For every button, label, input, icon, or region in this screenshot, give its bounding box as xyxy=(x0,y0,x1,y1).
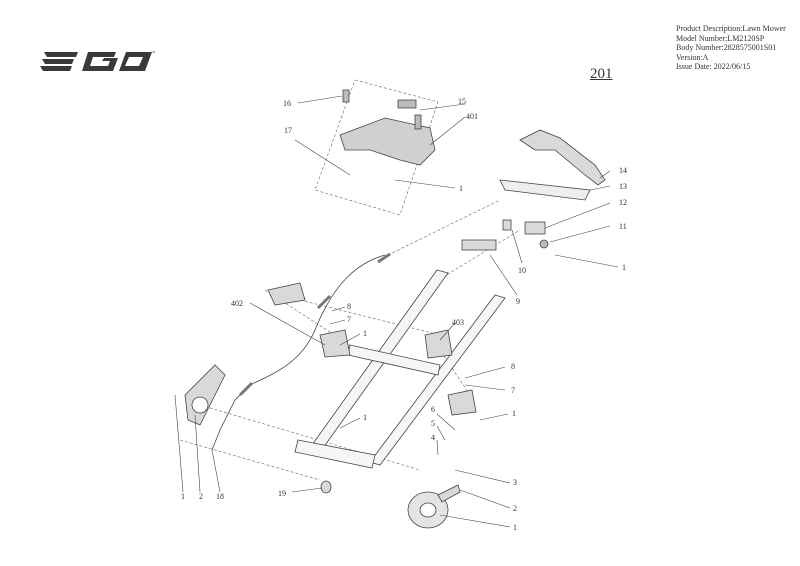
callout-8-left: 8 xyxy=(347,302,351,311)
trademark: ™ xyxy=(151,50,155,55)
wheels xyxy=(184,364,461,529)
callout-13: 13 xyxy=(619,182,627,191)
issue-date: Issue Date: 2022/06/15 xyxy=(676,62,751,71)
lower-handle-frame xyxy=(294,269,506,469)
callout-7-right: 7 xyxy=(511,386,515,395)
product-info-block: Product Description:Lawn Mower Model Num… xyxy=(676,24,786,72)
left-handle-bar xyxy=(211,252,391,451)
callout-7-left: 7 xyxy=(347,315,351,324)
callout-403: 403 xyxy=(452,318,464,327)
callout-1-right2: 1 xyxy=(512,409,516,418)
callout-1-bottom: 1 xyxy=(513,523,517,532)
callout-1-right: 1 xyxy=(622,263,626,272)
callout-2-left: 2 xyxy=(199,492,203,501)
callout-16: 16 xyxy=(283,99,291,108)
callout-15: 15 xyxy=(458,97,466,106)
callout-5: 5 xyxy=(431,419,435,428)
callout-19: 19 xyxy=(278,489,286,498)
callout-12: 12 xyxy=(619,198,627,207)
sheet-number: 201 xyxy=(590,66,613,82)
model-number: Model Number:LM2120SP xyxy=(676,33,765,43)
callout-1-center: 1 xyxy=(363,413,367,422)
callout-1-mid: 1 xyxy=(363,329,367,338)
version: Version:A xyxy=(676,52,709,62)
callout-3: 3 xyxy=(513,478,517,487)
callout-2-right: 2 xyxy=(513,504,517,513)
callout-401: 401 xyxy=(466,112,478,121)
callout-1-far-left: 1 xyxy=(181,492,185,501)
callout-1-top: 1 xyxy=(459,184,463,193)
top-cover-assembly xyxy=(339,89,436,166)
callout-17: 17 xyxy=(284,126,292,135)
upper-handle-assembly xyxy=(461,129,606,251)
callout-10: 10 xyxy=(518,266,526,275)
callout-11: 11 xyxy=(619,222,627,231)
callout-9: 9 xyxy=(516,297,520,306)
callout-8-right: 8 xyxy=(511,362,515,371)
product-description: Product Description:Lawn Mower xyxy=(676,24,786,33)
body-number: Body Number:2828575001S01 xyxy=(676,43,777,52)
callout-6: 6 xyxy=(431,405,435,414)
callout-numbers: 16 15 401 17 1 14 13 12 11 1 10 9 402 8 … xyxy=(181,97,627,532)
callout-14: 14 xyxy=(619,166,627,175)
leader-lines xyxy=(174,95,619,528)
callout-402: 402 xyxy=(231,299,243,308)
ego-logo: ™ xyxy=(40,50,155,71)
height-adjuster-assemblies xyxy=(267,282,477,416)
callout-18: 18 xyxy=(216,492,224,501)
callout-4: 4 xyxy=(431,433,435,442)
